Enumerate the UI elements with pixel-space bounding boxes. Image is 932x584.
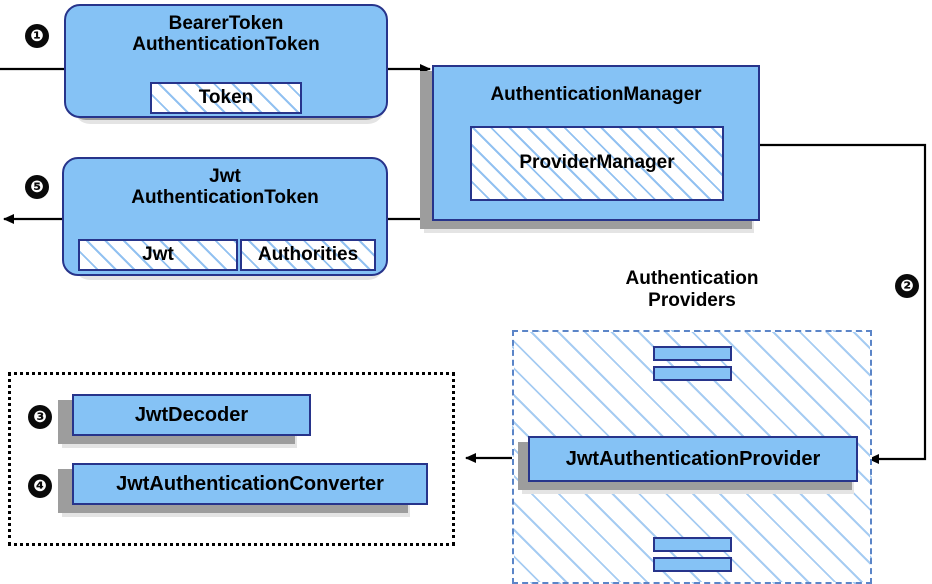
provider-manager-label: ProviderManager [519, 152, 675, 174]
jwt-authentication-token-title: Jwt AuthenticationToken [131, 166, 319, 209]
authentication-manager-title: AuthenticationManager [490, 84, 702, 105]
provider-lower-bar-bottom [653, 557, 732, 572]
jwt-label: Jwt [142, 243, 174, 265]
jwt-authentication-token-box[interactable]: Jwt AuthenticationToken Jwt Authorities [62, 157, 388, 276]
jwt-decoder-title: JwtDecoder [134, 403, 249, 426]
step-badge-2: ❷ [895, 274, 919, 298]
bearer-token-inner-token[interactable]: Token [150, 82, 302, 114]
authentication-manager-box[interactable]: AuthenticationManager ProviderManager [432, 65, 760, 221]
jwt-decoder-box[interactable]: JwtDecoder [72, 394, 311, 436]
bearer-token-authentication-token-box[interactable]: BearerToken AuthenticationToken Token [64, 4, 388, 118]
jwt-authentication-provider-box[interactable]: JwtAuthenticationProvider [528, 436, 858, 482]
authentication-providers-caption: Authentication Providers [625, 268, 759, 311]
provider-lower-bar-top [653, 537, 732, 552]
bearer-token-title: BearerToken AuthenticationToken [132, 13, 320, 56]
step-badge-1: ❶ [25, 24, 49, 48]
jwt-authentication-converter-box[interactable]: JwtAuthenticationConverter [72, 463, 428, 505]
decoder-converter-region [8, 372, 455, 546]
jwt-authentication-converter-title: JwtAuthenticationConverter [116, 472, 384, 495]
step-badge-4: ❹ [28, 474, 52, 498]
jwt-authentication-token-inner-authorities[interactable]: Authorities [240, 239, 376, 271]
jwt-authentication-token-inner-jwt[interactable]: Jwt [78, 239, 238, 271]
provider-upper-bar-bottom [653, 366, 732, 381]
provider-upper-bar-top [653, 346, 732, 361]
token-label: Token [198, 86, 254, 108]
jwt-authentication-provider-title: JwtAuthenticationProvider [565, 447, 821, 470]
step-badge-5: ❺ [25, 175, 49, 199]
authorities-label: Authorities [257, 243, 359, 265]
step-badge-3: ❸ [28, 405, 52, 429]
authentication-manager-inner-provider-manager[interactable]: ProviderManager [470, 126, 724, 201]
